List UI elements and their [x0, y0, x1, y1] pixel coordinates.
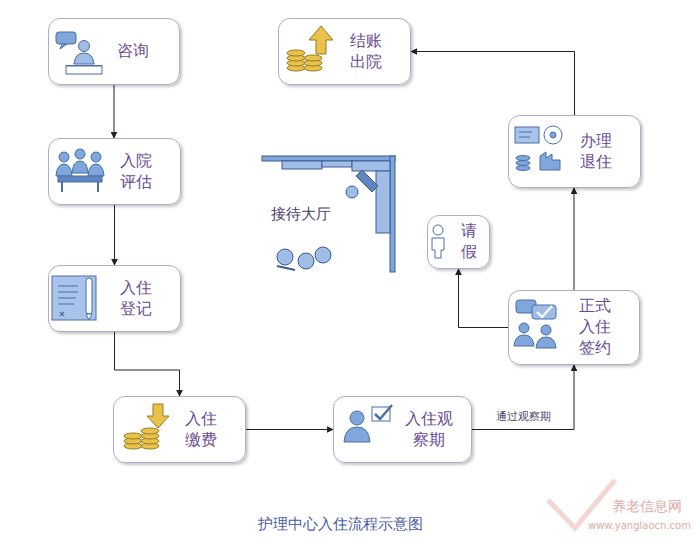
- box-text: 办理 退住: [577, 131, 614, 173]
- watermark-url: www.yanglaocn.com: [588, 520, 691, 531]
- flow-arrow: [114, 85, 115, 138]
- flow-arrow: [411, 52, 575, 116]
- flow-arrow: [114, 205, 115, 265]
- step-text: 入住 登记: [117, 278, 154, 320]
- process-box: 入住 登记: [48, 265, 181, 332]
- box-text: 咨询: [117, 41, 149, 62]
- step-text: 办理 退住: [577, 131, 614, 173]
- box-text: 入院 评估: [117, 151, 154, 193]
- flow-arrow: [246, 429, 333, 430]
- process-box: 请 假: [427, 215, 490, 269]
- box-text: 入住 缴费: [182, 409, 219, 451]
- flow-arrow: [472, 365, 574, 430]
- step-text: 结账 出院: [347, 31, 384, 73]
- process-box: 结账 出院: [278, 18, 411, 85]
- process-box: 办理 退住: [508, 115, 641, 188]
- step-text: 入院 评估: [117, 151, 154, 193]
- process-box: 入住观 察期: [333, 396, 472, 463]
- edge-label: 通过观察期: [494, 409, 553, 424]
- box-text: 入住观 察期: [402, 409, 455, 451]
- step-text: 入住 缴费: [182, 409, 219, 451]
- process-box: 正式 入住 签约: [508, 290, 640, 365]
- watermark: 养老信息网: [612, 498, 682, 516]
- process-box: 入院 评估: [48, 138, 181, 205]
- step-text: 入住观 察期: [402, 409, 455, 451]
- flow-arrow: [574, 188, 575, 290]
- flow-arrow: [115, 332, 180, 396]
- process-box: 咨询: [48, 18, 180, 85]
- caption: 护理中心入住流程示意图: [258, 515, 423, 534]
- process-box: 入住 缴费: [113, 396, 246, 463]
- box-text: 结账 出院: [347, 31, 384, 73]
- box-text: 入住 登记: [117, 278, 154, 320]
- step-text: 正式 入住 签约: [576, 296, 613, 358]
- flow-arrow: [459, 269, 509, 328]
- box-text: 请 假: [458, 221, 479, 263]
- step-text: 请 假: [458, 221, 479, 263]
- box-text: 正式 入住 签约: [576, 296, 613, 358]
- step-text: 咨询: [117, 41, 149, 62]
- hall-label: 接待大厅: [271, 205, 331, 224]
